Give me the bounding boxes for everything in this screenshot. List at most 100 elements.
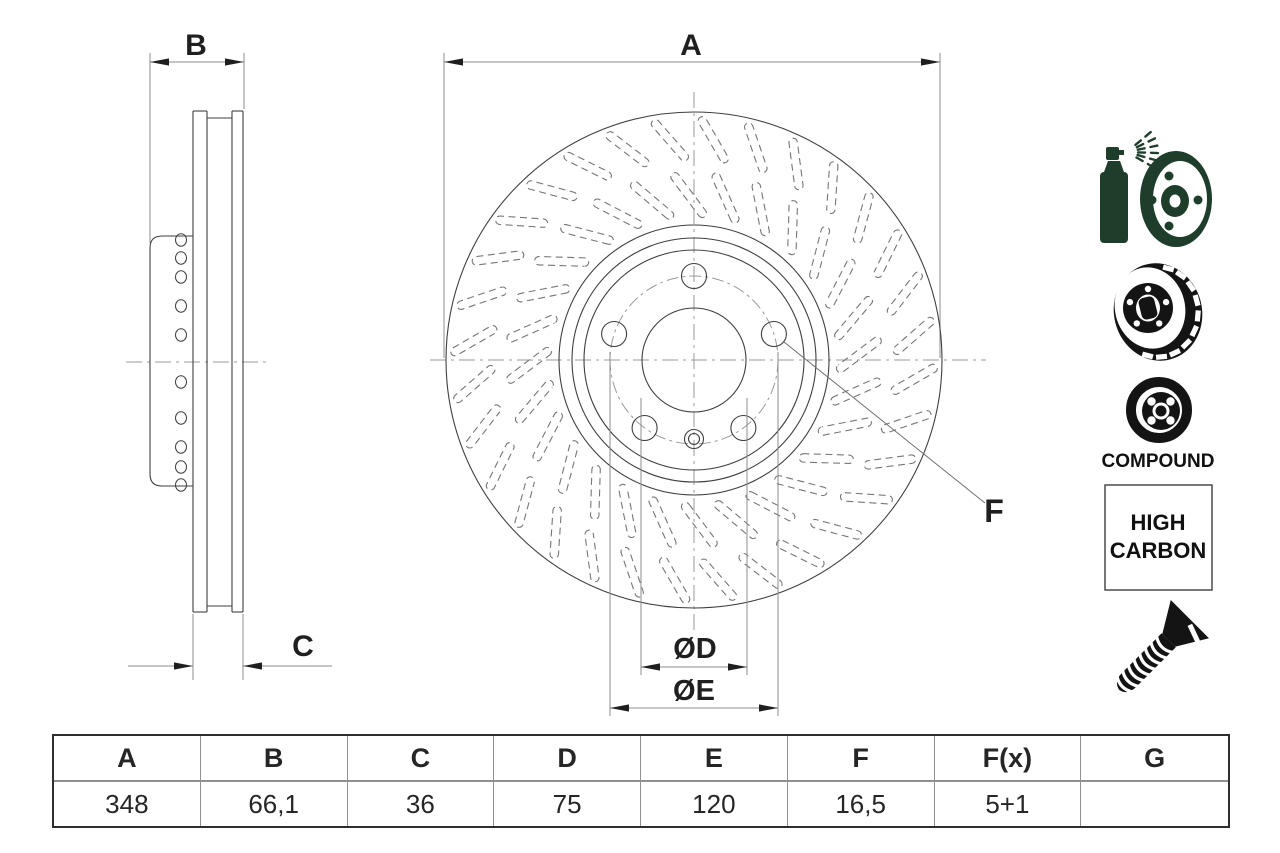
rim-vent-slot [1189,324,1199,338]
vent-slot [670,172,708,219]
vent-slot [560,223,614,245]
screw-thread [1126,664,1145,683]
table-header-B: B [201,736,348,780]
a-label: A [680,29,702,62]
rim-vent-slot [1194,310,1201,322]
vent-slot [834,295,874,341]
spray-dash [1136,153,1146,159]
spray-dash [1144,130,1152,138]
vent-slot [563,151,612,181]
rim-vent-slot [1155,353,1168,360]
hub-bolt-dot [1126,298,1134,306]
screw-thread [1155,636,1173,654]
hub-step-circle-1 [571,237,817,483]
rim-vent-slot [1180,338,1193,350]
hat-hole [175,478,187,492]
side-view: B C [126,29,332,680]
vent-slot [515,284,571,303]
vent-slot [506,346,553,384]
rim-vent-slot [1192,294,1201,307]
c-arrow-left [174,662,193,670]
table-value-D: 75 [494,782,641,826]
rim-vent-slot [1174,269,1187,281]
spray-dash [1134,139,1143,147]
rim-vent-slot [1185,280,1197,293]
table-header-C: C [348,736,495,780]
screw-threads [1115,636,1173,694]
hat-hole [175,440,187,454]
rotor-section [149,110,244,613]
vent-slot [450,325,498,357]
hat-hole [175,270,187,284]
table-header-F(x): F(x) [935,736,1082,780]
screw-thread [1132,659,1150,677]
vent-slot [514,379,554,425]
vent-slot [835,336,882,374]
screw-icon [1115,600,1209,694]
d-arrow-left [641,663,660,671]
spray-dash [1135,156,1144,163]
d-arrow-right [728,663,747,671]
table-header-D: D [494,736,641,780]
a-arrow-right [921,58,940,66]
set-screw-hole-inner [687,432,701,446]
table-header-F: F [788,736,935,780]
high-carbon-line1: HIGH [1131,510,1186,535]
vent-slot [465,404,502,449]
b-label: B [185,29,207,62]
vent-slot [534,255,590,267]
vent-slot [697,116,729,164]
screw-thread [1121,670,1139,688]
hat-hole [175,375,187,389]
hat-section [149,235,193,487]
a-arrow-left [444,58,463,66]
table-value-B: 66,1 [201,782,348,826]
vent-slot [711,172,740,224]
vent-slot [453,364,496,404]
vent-slot [584,529,600,583]
vent-slot [873,229,903,279]
e-arrow-right [759,704,778,712]
bolt-holes [601,262,787,442]
hub-bolt-dot [1156,320,1163,327]
table-value-A: 348 [54,782,201,826]
hat-hole [175,251,187,265]
vent-slot [787,200,799,256]
vent-slot [880,410,932,434]
e-arrow-left [610,704,629,712]
vent-slot [629,180,675,220]
screw-thread [1115,675,1134,694]
spray-dash [1135,142,1145,149]
disc-circles [445,111,943,609]
vent-slot [825,258,856,309]
vent-slot-pattern [450,116,938,604]
vent-slot [506,314,558,343]
high-carbon-badge: HIGH CARBON [1104,484,1213,591]
bolt-hole [730,414,757,442]
bolt-hole [601,320,628,348]
table-header-A: A [54,736,201,780]
hub-bolt-dot [1133,320,1141,327]
vent-slot [713,500,759,540]
vent-slot [456,286,508,310]
hub-bolt-dots [1126,285,1170,327]
hat-vent-holes [175,233,187,492]
vent-slot [751,181,770,237]
c-arrow-right [243,662,262,670]
vent-slot [605,131,650,168]
sprayed-disc-bore [1169,194,1181,208]
hub-bolt-dot [1144,285,1152,293]
coated-disc-spray-icon [1100,130,1212,247]
compound-disc-icon [1126,377,1192,443]
vent-slot [886,271,923,316]
vent-slot [776,539,825,569]
vent-slot [852,192,874,244]
vent-slot [798,453,854,465]
vent-slot [738,552,783,589]
b-arrow-left [150,58,169,66]
b-arrow-right [225,58,244,66]
vent-slot [471,250,525,266]
d-label: ØD [673,633,717,665]
vent-slot [839,492,893,505]
